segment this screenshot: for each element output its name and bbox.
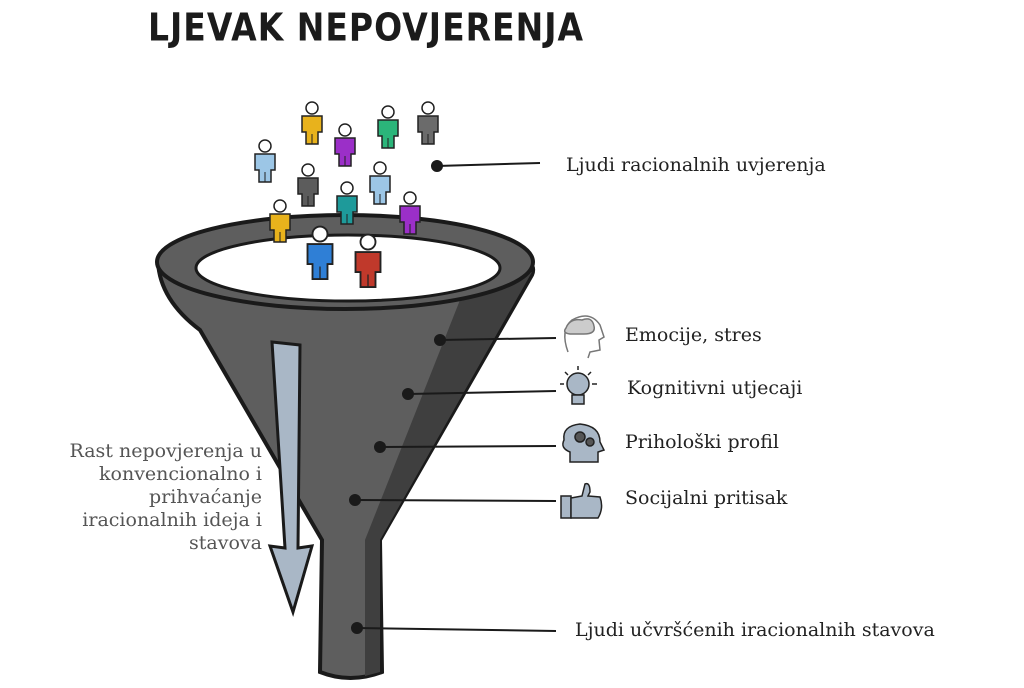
lightbulb-icon xyxy=(560,366,597,405)
connector-dot xyxy=(402,388,414,400)
person-figure xyxy=(369,161,391,205)
connector-line xyxy=(436,162,541,167)
person-figure xyxy=(334,123,356,167)
funnel-opening xyxy=(194,233,502,303)
connector-dot xyxy=(349,494,361,506)
head-gears-icon xyxy=(562,423,606,463)
arrow-description: Rast nepovjerenja u konvencionalno i pri… xyxy=(69,440,262,554)
person-figure xyxy=(269,199,291,243)
connector-line xyxy=(439,337,557,341)
connector-dot xyxy=(431,160,443,172)
label-cognitive-influences: Kognitivni utjecaji xyxy=(627,377,803,399)
connector-dot xyxy=(374,441,386,453)
person-figure xyxy=(336,181,358,225)
person-figure xyxy=(354,233,382,288)
person-figure xyxy=(399,191,421,235)
label-psychological-profile: Prihološki profil xyxy=(625,431,779,453)
person-figure xyxy=(301,101,323,145)
person-figure xyxy=(306,225,334,280)
connector-line xyxy=(354,499,557,502)
label-irrational-people: Ljudi učvršćenih iracionalnih stavova xyxy=(575,619,935,641)
person-figure xyxy=(377,105,399,149)
down-arrow xyxy=(267,340,315,617)
person-figure xyxy=(417,101,439,145)
label-emotions-stress: Emocije, stres xyxy=(625,324,762,346)
connector-line xyxy=(356,627,557,632)
diagram-title: LJEVAK NEPOVJERENJA xyxy=(148,5,585,50)
connector-dot xyxy=(351,622,363,634)
head-cloud-icon xyxy=(563,315,605,359)
connector-line xyxy=(379,445,557,448)
people-group xyxy=(254,101,439,288)
funnel-shade xyxy=(365,272,532,676)
connector-dot xyxy=(434,334,446,346)
label-rational-people: Ljudi racionalnih uvjerenja xyxy=(566,154,826,176)
person-figure xyxy=(297,163,319,207)
connector-line xyxy=(407,390,557,395)
label-social-pressure: Socijalni pritisak xyxy=(625,487,788,509)
thumbs-up-icon xyxy=(560,482,603,519)
person-figure xyxy=(254,139,276,183)
